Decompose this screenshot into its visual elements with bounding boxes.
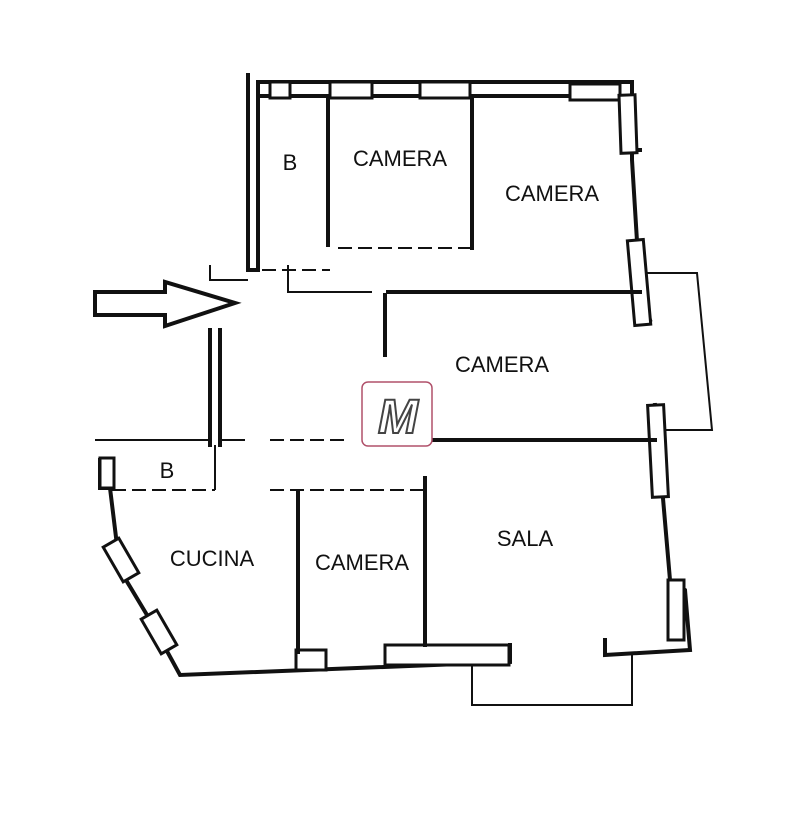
room-label-camera-1: CAMERA (353, 146, 447, 171)
logo-letter: M (378, 391, 419, 444)
room-label-camera-3: CAMERA (455, 352, 549, 377)
room-label-bath-top: B (283, 150, 298, 175)
room-label-camera-2: CAMERA (505, 181, 599, 206)
room-label-cucina: CUCINA (170, 546, 255, 571)
windows (98, 80, 686, 672)
logo-watermark: M (361, 381, 433, 447)
room-label-camera-4: CAMERA (315, 550, 409, 575)
room-label-sala: SALA (497, 526, 554, 551)
interior-walls (112, 94, 657, 654)
arrow-right-icon (93, 279, 242, 329)
room-label-bath-bottom: B (160, 458, 175, 483)
